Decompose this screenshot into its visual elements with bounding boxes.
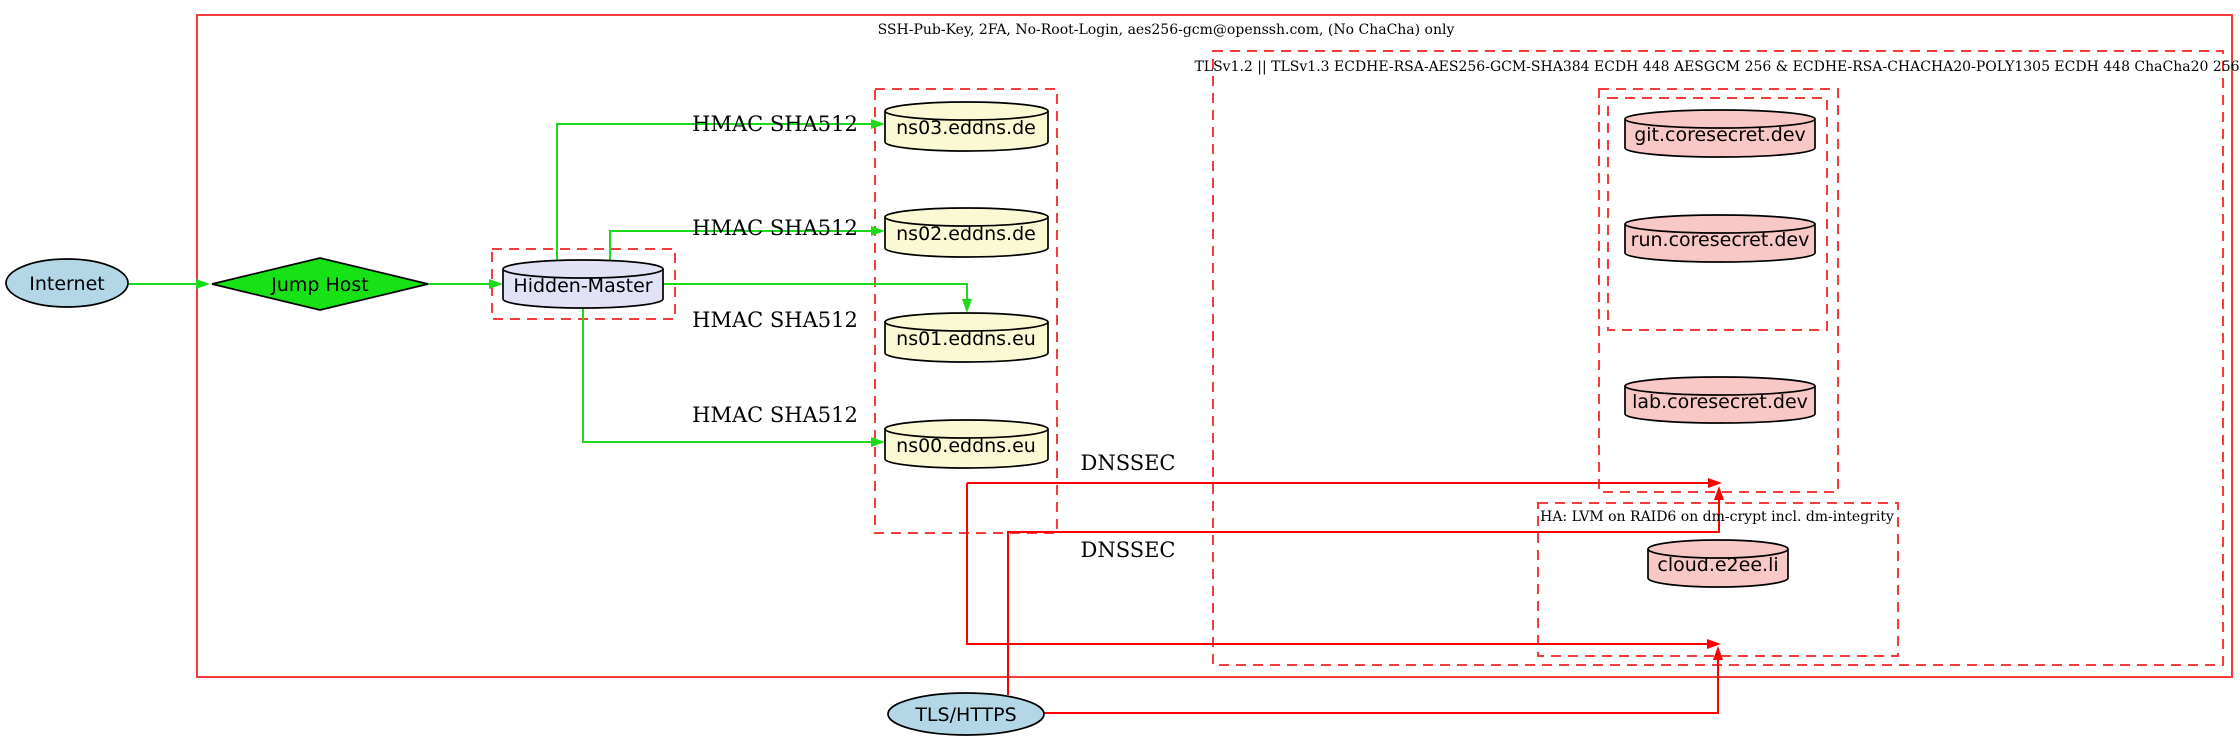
- ssh-cluster-box: [196, 14, 2233, 678]
- internet-label: Internet: [29, 273, 104, 295]
- tls-cluster-label: TLSv1.2 || TLSv1.3 ECDHE-RSA-AES256-GCM-…: [1194, 59, 2239, 75]
- edge-hiddenmaster-to-ns03: [556, 123, 871, 261]
- node-jump-host: Jump Host: [211, 257, 429, 311]
- coresecret-inner-cluster-box: [1607, 97, 1828, 331]
- ns02-label: ns02.eddns.de: [896, 223, 1036, 245]
- hmac-label-1: HMAC SHA512: [692, 112, 858, 136]
- arrowhead-ns00: [871, 437, 885, 447]
- node-tls-https: TLS/HTTPS: [887, 692, 1045, 736]
- cloud-cylinder: [1647, 539, 1789, 588]
- arrowhead-tls-coresecret: [1714, 486, 1724, 500]
- edge-tls-to-coresecret: [1007, 500, 1720, 695]
- ns00-cylinder: [884, 419, 1049, 469]
- hidden-master-label: Hidden-Master: [513, 275, 652, 297]
- node-git: git.coresecret.dev: [1624, 109, 1816, 158]
- arrowhead-hiddenmaster: [489, 279, 503, 289]
- arrowhead-tls-ha: [1713, 646, 1723, 660]
- ssh-cluster-label: SSH-Pub-Key, 2FA, No-Root-Login, aes256-…: [878, 22, 1455, 38]
- hmac-label-4: HMAC SHA512: [692, 403, 858, 427]
- edge-hiddenmaster-to-ns01: [663, 283, 968, 299]
- cloud-cylinder-lid: [1647, 548, 1789, 559]
- arrowhead-jumphost: [196, 279, 210, 289]
- jump-host-diamond: [211, 257, 429, 311]
- node-ns03: ns03.eddns.de: [884, 101, 1049, 152]
- lab-label: lab.coresecret.dev: [1632, 391, 1808, 413]
- arrowhead-ns01: [962, 299, 972, 313]
- edge-tls-to-ha: [1043, 660, 1719, 714]
- ns03-cylinder-lid: [884, 110, 1049, 121]
- node-cloud: cloud.e2ee.li: [1647, 539, 1789, 588]
- lab-cylinder-lid: [1624, 385, 1816, 396]
- arrowhead-ns02: [871, 226, 885, 236]
- arrowhead-dnssec-coresecret: [1708, 478, 1722, 488]
- coresecret-outer-cluster-box: [1598, 88, 1839, 493]
- git-cylinder-lid: [1624, 118, 1816, 129]
- run-label: run.coresecret.dev: [1631, 229, 1810, 251]
- edge-hiddenmaster-to-ns02: [609, 230, 871, 261]
- dnssec-label-2: DNSSEC: [1080, 538, 1175, 562]
- node-ns02: ns02.eddns.de: [884, 207, 1049, 258]
- ns02-cylinder: [884, 207, 1049, 258]
- edge-dnssec-to-ha: [966, 483, 1707, 645]
- ha-cluster-label: HA: LVM on RAID6 on dm-crypt incl. dm-in…: [1540, 509, 1894, 525]
- node-run: run.coresecret.dev: [1624, 214, 1816, 263]
- ns01-cylinder: [884, 312, 1049, 363]
- jump-host-label: Jump Host: [270, 274, 369, 296]
- git-label: git.coresecret.dev: [1634, 124, 1806, 146]
- lab-cylinder: [1624, 376, 1816, 424]
- ns03-cylinder: [884, 101, 1049, 152]
- node-ns01: ns01.eddns.eu: [884, 312, 1049, 363]
- hidden-master-cylinder-lid: [502, 268, 664, 279]
- tls-https-label: TLS/HTTPS: [914, 704, 1016, 726]
- arrowhead-ns03: [871, 119, 885, 129]
- hmac-label-2: HMAC SHA512: [692, 216, 858, 240]
- cloud-label: cloud.e2ee.li: [1657, 554, 1778, 576]
- ns01-cylinder-lid: [884, 321, 1049, 332]
- arrowhead-dnssec-ha: [1707, 639, 1721, 649]
- node-internet: Internet: [5, 258, 129, 308]
- ns02-cylinder-lid: [884, 216, 1049, 227]
- node-ns00: ns00.eddns.eu: [884, 419, 1049, 469]
- tls-https-ellipse: [887, 692, 1045, 736]
- ns00-label: ns00.eddns.eu: [896, 435, 1036, 457]
- hidden-master-cylinder: [502, 259, 664, 309]
- dnssec-label-1: DNSSEC: [1080, 451, 1175, 475]
- ns01-label: ns01.eddns.eu: [896, 328, 1036, 350]
- edge-hiddenmaster-to-ns00: [582, 308, 871, 443]
- internet-ellipse: [5, 258, 129, 308]
- ns00-cylinder-lid: [884, 428, 1049, 439]
- node-lab: lab.coresecret.dev: [1624, 376, 1816, 424]
- ns03-label: ns03.eddns.de: [896, 117, 1036, 139]
- hmac-label-3: HMAC SHA512: [692, 308, 858, 332]
- node-hidden-master: Hidden-Master: [502, 259, 664, 309]
- run-cylinder-lid: [1624, 223, 1816, 234]
- run-cylinder: [1624, 214, 1816, 263]
- git-cylinder: [1624, 109, 1816, 158]
